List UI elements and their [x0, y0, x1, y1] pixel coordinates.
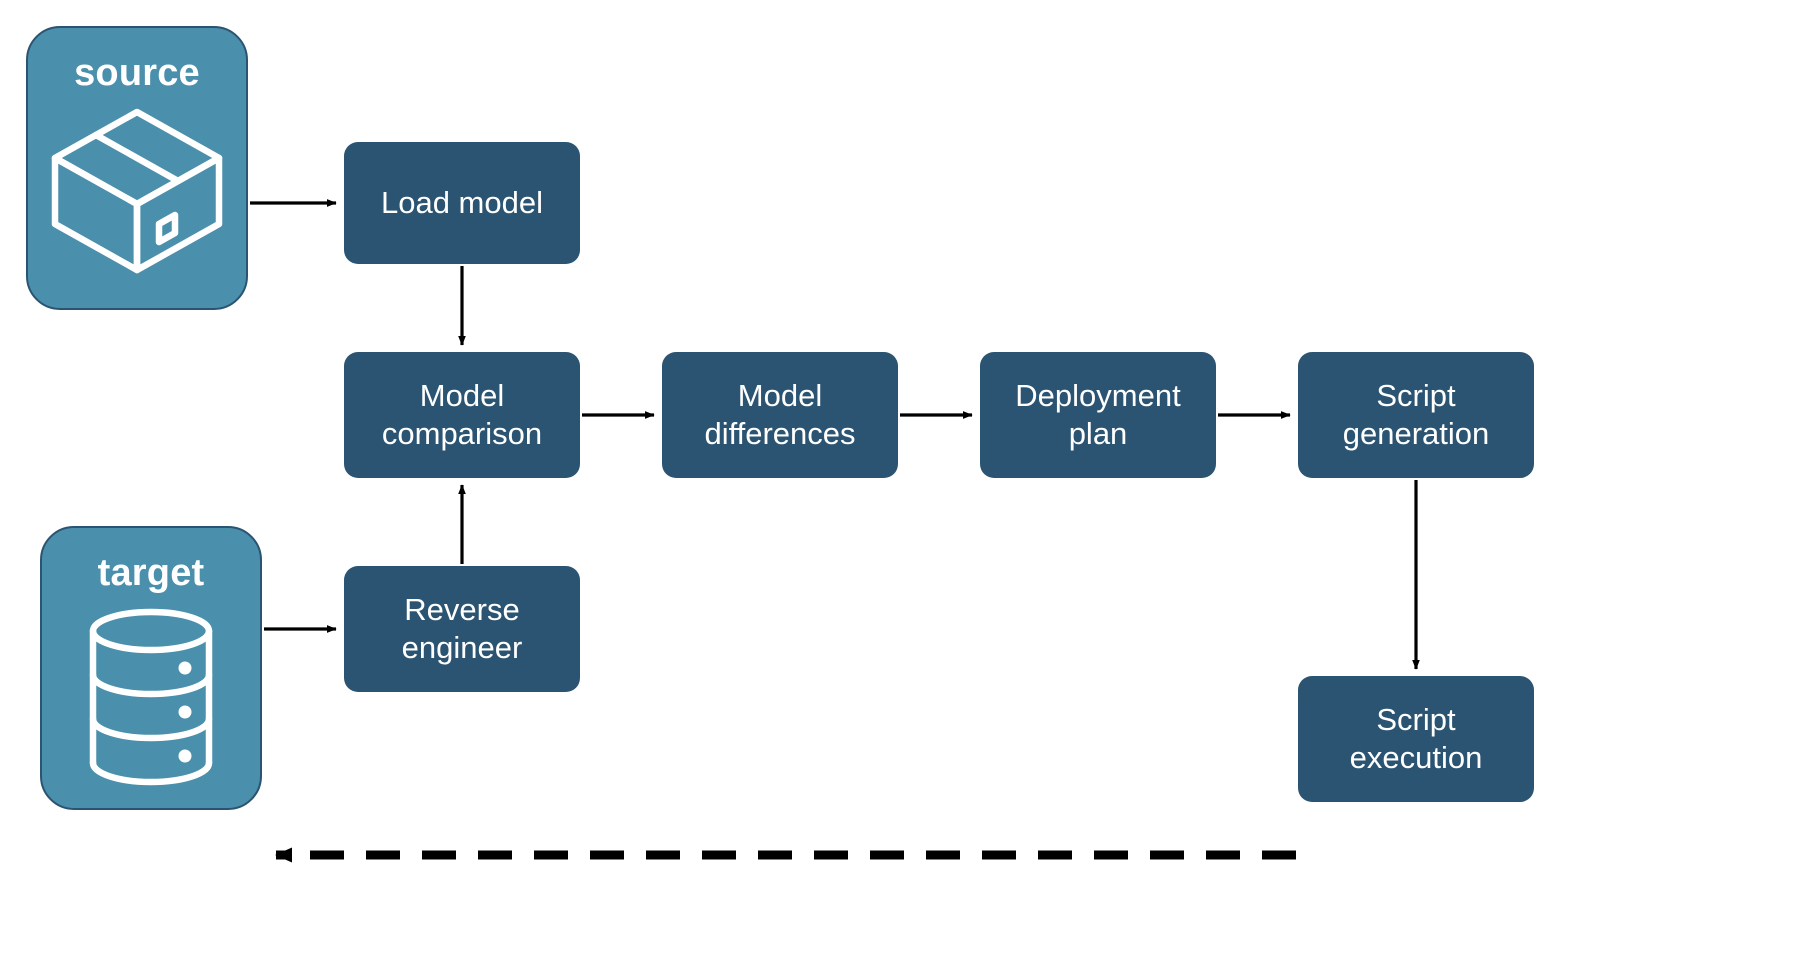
node-script-execution-line-1: Script [1376, 702, 1456, 738]
node-reverse-engineer[interactable]: Reverse engineer [344, 566, 580, 692]
node-deployment-plan-line-2: plan [1068, 416, 1128, 451]
endpoint-source[interactable]: source [26, 26, 248, 310]
node-deployment-plan-line-1: Deployment [1015, 378, 1181, 414]
node-deployment-plan[interactable]: Deployment plan [980, 352, 1216, 478]
node-script-generation[interactable]: Script generation [1298, 352, 1534, 478]
node-script-execution-line-2: execution [1349, 740, 1483, 775]
node-reverse-engineer-line-1: Reverse [404, 592, 520, 628]
node-model-comparison[interactable]: Model comparison [344, 352, 580, 478]
node-model-differences-line-1: Model [737, 378, 823, 414]
db-indicator-dot-3 [178, 749, 192, 763]
endpoint-target-label: target [97, 552, 205, 594]
node-reverse-engineer-line-2: engineer [401, 630, 523, 665]
node-model-comparison-line-2: comparison [381, 416, 543, 451]
node-model-comparison-line-1: Model [419, 378, 505, 414]
db-indicator-dot-1 [178, 661, 192, 675]
node-script-generation-line-1: Script [1376, 378, 1456, 414]
node-load-model[interactable]: Load model [344, 142, 580, 264]
database-cylinder-icon [89, 608, 213, 786]
node-script-generation-line-2: generation [1342, 416, 1490, 451]
endpoint-source-label: source [74, 52, 200, 94]
node-script-execution[interactable]: Script execution [1298, 676, 1534, 802]
node-load-model-line-1: Load model [380, 185, 543, 221]
endpoint-target[interactable]: target [40, 526, 262, 810]
node-model-differences-line-2: differences [704, 416, 856, 451]
node-model-differences[interactable]: Model differences [662, 352, 898, 478]
package-box-icon [51, 108, 223, 274]
db-indicator-dot-2 [178, 705, 192, 719]
